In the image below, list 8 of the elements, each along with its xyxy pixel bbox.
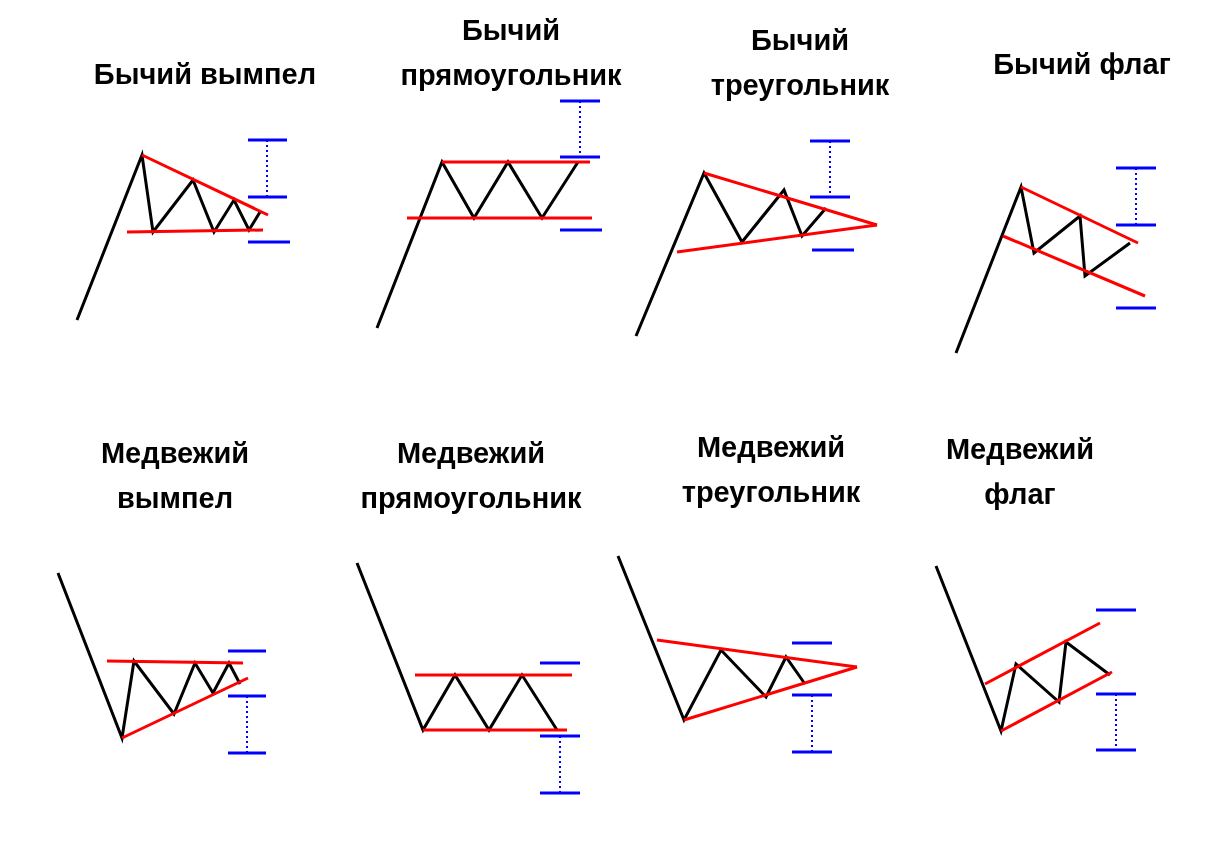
pattern-title: Медвежий вымпел: [99, 436, 251, 516]
pattern-title: Бычий вымпел: [92, 57, 318, 92]
pattern-title: Бычий прямоугольник: [399, 13, 623, 93]
pattern-title: Бычий флаг: [992, 47, 1172, 82]
pattern-title: Медвежий флаг: [944, 432, 1096, 512]
pattern-title: Медвежий прямоугольник: [359, 436, 583, 516]
pattern-title: Бычий треугольник: [709, 23, 891, 103]
pattern-title: Медвежий треугольник: [680, 430, 862, 510]
